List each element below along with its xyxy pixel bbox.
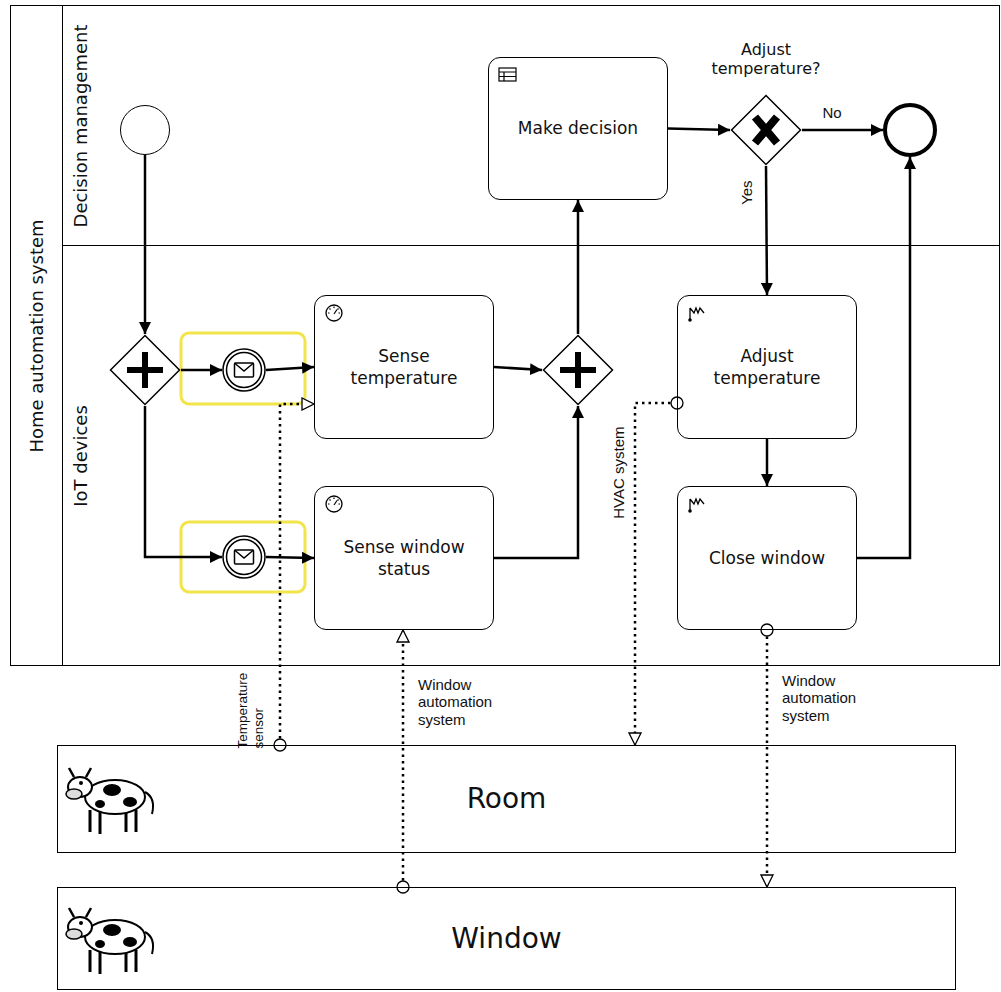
sequence-flow (668, 129, 730, 131)
event-inner-circle (227, 540, 262, 575)
task-label: Make decision (518, 117, 638, 139)
exclusive-gateway: Adjust temperature? (730, 94, 802, 166)
task-type-icon (687, 303, 707, 323)
message-event (222, 348, 266, 392)
event-circle (223, 349, 265, 391)
task-type-icon (324, 303, 344, 323)
flow-label: Window automation system (418, 676, 510, 728)
message-flow (402, 630, 405, 887)
parallel-gateway (109, 334, 181, 406)
task-type-icon (324, 494, 344, 514)
message-flow (766, 630, 769, 887)
pool-name: Window (451, 922, 561, 956)
gauge-needle (328, 307, 340, 315)
parallel-marker (127, 352, 163, 388)
gateway-label: Adjust temperature? (701, 40, 831, 78)
sequence-flow (857, 157, 910, 558)
sequence-flow (766, 166, 767, 295)
flow-label: Yes (738, 180, 755, 204)
gateway-outline (730, 94, 802, 166)
gateway-diamond (732, 96, 801, 165)
collapsed-pool: Room (57, 745, 956, 853)
task-box: Close window (677, 486, 857, 630)
message-event (222, 535, 266, 579)
actuator-dot (688, 509, 692, 513)
table-icon (499, 68, 516, 81)
sequence-flow (494, 406, 578, 558)
message-event-outline (222, 348, 266, 392)
task-box: Sense window status (314, 486, 494, 630)
task-label: Sense temperature (331, 345, 477, 389)
sequence-flow (144, 155, 147, 334)
message-flow (280, 404, 314, 745)
event-inner-circle (227, 353, 262, 388)
sequence-flow (494, 367, 542, 370)
gateway-diamond (111, 336, 180, 405)
gateway-outline (109, 334, 181, 406)
cow-icon (66, 768, 153, 834)
pool-title: Home automation system (26, 219, 48, 452)
flow-label: Window automation system (782, 672, 874, 724)
table-icon-lines (499, 72, 516, 81)
actuator-dot (688, 318, 692, 322)
parallel-gateway (542, 334, 614, 406)
envelope (235, 363, 254, 377)
gateway-outline (542, 334, 614, 406)
sequence-flow (577, 200, 580, 334)
envelope (235, 550, 254, 564)
actuator-icon (690, 499, 704, 511)
pool-name: Room (467, 782, 547, 816)
cow-icon (66, 908, 153, 974)
lane: IoT devices Sense temperatureSense window… (62, 246, 1000, 665)
sequence-flow (266, 367, 314, 370)
task-label: Sense window status (331, 536, 477, 580)
envelope-flap (235, 550, 254, 558)
envelope-flap (235, 363, 254, 371)
lane: Decision management Make decision Adjust t… (62, 6, 1000, 246)
sequence-flow (802, 129, 883, 132)
sequence-flow (145, 406, 222, 557)
event-circle (223, 536, 265, 578)
lane-title: IoT devices (70, 405, 92, 507)
task-label: Close window (709, 547, 825, 569)
gauge-icon (326, 496, 342, 512)
sequence-flow (181, 369, 222, 372)
collapsed-pool: Window (57, 887, 956, 990)
flow-label: Temperature sensor (235, 664, 266, 748)
message-event-outline (222, 535, 266, 579)
task-label: Adjust temperature (694, 345, 840, 389)
flow-label: HVAC system (610, 426, 627, 518)
exclusive-marker (755, 117, 777, 143)
task-box: Sense temperature (314, 295, 494, 439)
task-box: Make decision (488, 57, 668, 200)
pool: Home automation system Decision managemen… (10, 5, 1000, 666)
gauge-icon (326, 305, 342, 321)
actuator-icon (690, 308, 704, 320)
parallel-marker (560, 352, 596, 388)
flow-label: No (823, 104, 842, 121)
task-box: Adjust temperature (677, 295, 857, 439)
end-event (883, 103, 937, 157)
sequence-flow (766, 439, 769, 486)
gauge-needle (328, 498, 340, 506)
message-flow (635, 403, 677, 745)
task-type-icon (687, 494, 707, 514)
start-event (120, 105, 170, 155)
lane-title: Decision management (70, 24, 92, 227)
task-type-icon (498, 65, 518, 85)
gateway-diamond (544, 336, 613, 405)
sequence-flow (266, 557, 314, 558)
